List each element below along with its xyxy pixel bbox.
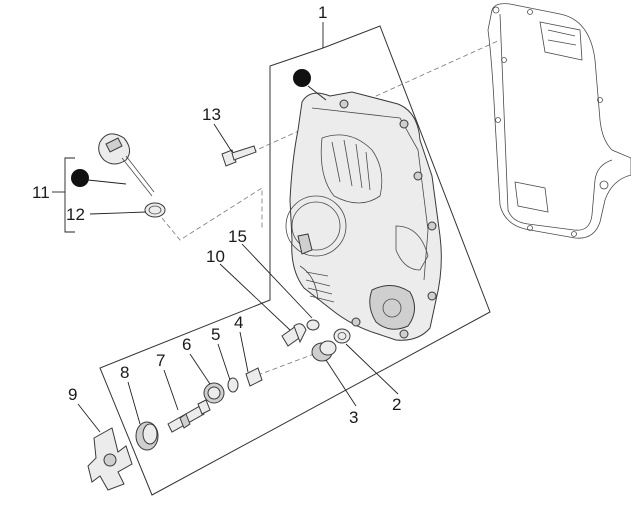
callout-1: 1 (318, 3, 327, 22)
leader-bullet-dipstick (87, 179, 127, 185)
callout-4: 4 (234, 313, 243, 332)
bearing-8 (135, 421, 159, 451)
callout-6: 6 (182, 335, 191, 354)
impeller-9 (87, 427, 133, 491)
leader-15 (241, 243, 313, 319)
alignment-line-pump (249, 347, 331, 379)
leader-bullet-cover (307, 85, 327, 101)
washer-15 (306, 319, 320, 331)
fitting-10 (281, 323, 307, 347)
leader-4 (239, 331, 249, 373)
leader-13 (213, 123, 233, 153)
leader-6 (189, 353, 211, 385)
leader-5 (217, 343, 231, 381)
callout-10: 10 (206, 247, 225, 266)
seal-2 (333, 328, 351, 344)
leader-7 (163, 369, 179, 411)
alignment-line-dipstick (161, 187, 263, 241)
bullet-marker-cover (293, 69, 311, 87)
washer-5 (227, 377, 239, 393)
callout-13: 13 (202, 105, 221, 124)
bushing-3 (311, 340, 337, 362)
leader-9 (77, 403, 101, 433)
o-ring-12 (144, 202, 166, 218)
shaft-7 (167, 399, 211, 433)
leader-10 (219, 263, 291, 331)
callout-8: 8 (120, 363, 129, 382)
leader-12 (89, 211, 147, 215)
callout-9: 9 (68, 385, 77, 404)
bolt-13 (221, 145, 257, 167)
leader-3 (325, 359, 357, 407)
callout-bracket-11 (64, 157, 75, 233)
dipstick-11 (98, 133, 155, 197)
leader-8 (127, 381, 141, 425)
assembly-frame (99, 25, 491, 496)
crankcase-cover (285, 91, 442, 341)
leader-2 (345, 343, 399, 395)
cover-gasket (487, 3, 631, 239)
callout-11: 11 (32, 183, 50, 202)
bullet-marker-dipstick (71, 169, 89, 187)
callout-12: 12 (66, 205, 85, 224)
callout-7: 7 (156, 351, 165, 370)
callout-15: 15 (228, 227, 247, 246)
callout-2: 2 (392, 395, 401, 414)
seal-6 (203, 382, 225, 404)
callout-5: 5 (211, 325, 220, 344)
callout-3: 3 (349, 408, 358, 427)
part-4 (245, 367, 263, 387)
